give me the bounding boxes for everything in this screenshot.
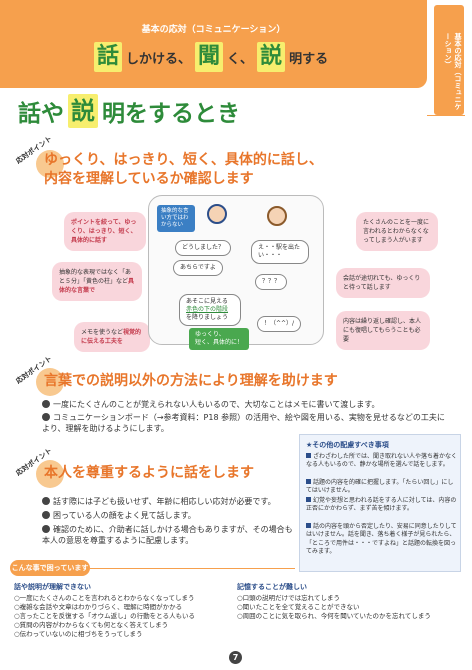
page-title-kanji: 説: [68, 94, 98, 128]
speech-middle: あそこに見える 赤色の下の階段 を降りましょう: [179, 294, 241, 326]
staff-figure-icon: [207, 204, 227, 224]
header-subtitle: 基本の応対（コミュニケーション）: [141, 25, 286, 35]
tip-bubble-1: ポイントを絞って、ゆっくり、はっきり、短く、具体的に話す: [64, 212, 146, 251]
point-circle-1: [36, 150, 64, 178]
trouble-col2-heading: 記憶することが難しい: [237, 583, 307, 591]
point-circle-3: [36, 460, 64, 488]
header-kanji-2: 聞: [195, 42, 224, 72]
illustration-blue-label: 抽象的な言い方ではわからない: [157, 205, 195, 232]
header-kanji-1: 話: [94, 42, 123, 72]
header-text-2: く、: [227, 51, 254, 67]
bullet-dot: [42, 497, 50, 505]
green-label-line1: ゆっくり、: [195, 331, 225, 338]
tips-box: ★その他の配慮すべき事項 ざわざわした所では、聞き取れない人や落ち着かなくなる人…: [299, 434, 461, 572]
tip-bubble-2-bold: 具体的な言葉で: [59, 278, 135, 294]
trouble-col1-item-5: ○伝わっていないのに相づちをうってしまう: [14, 630, 143, 638]
speech-left-2: あちらですよ: [173, 260, 223, 276]
tip-bubble-2-text: 抽象的な表現ではなく「あと５分」「黄色の柱」など: [59, 269, 132, 285]
section2-heading: 言葉での説明以外の方法により理解を助けます: [44, 373, 338, 389]
tips-item-3: 幻覚や妄想と思われる話をする人に対しては、内容の正否にかかわらず、まず苦を傾けま…: [306, 497, 458, 514]
speech-middle-line2: 赤色の下の階段: [186, 306, 229, 313]
section3-bullet-2: 困っている人の顔をよく見て話します。: [42, 510, 294, 521]
tip-bubble-3-bold: 視覚的に伝える工夫を: [81, 329, 142, 345]
side-tab-text: 基本の応対（コミュニケーション）: [444, 33, 462, 110]
tips-item-1: ざわざわした所では、聞き取れない人や落ち着かなくなる人もいるので、静かな場所を選…: [306, 453, 458, 470]
header-title: 話 しかける、 聞 く、 説 明する: [90, 42, 328, 72]
tip-bubble-5: 会話が途切れても、ゆっくりと待って話します: [336, 268, 430, 298]
green-label-line2: 短く、具体的に！: [195, 339, 244, 346]
header-text-3: 明する: [289, 51, 329, 67]
section3-heading: 本人を尊重するように話をします: [44, 465, 254, 481]
side-divider: [427, 115, 465, 116]
section2-bullet-1: 一度にたくさんのことが覚えられない人もいるので、大切なことはメモに書いて渡します…: [42, 399, 452, 410]
trouble-divider: [90, 568, 295, 569]
bullet-dot: [42, 511, 50, 519]
side-tab: 基本の応対（コミュニケーション）: [434, 5, 464, 115]
page-title-part-1: 話や: [18, 101, 64, 127]
section3-bullet-1: 話す際には子ども扱いせず、年齢に相応しい応対が必要です。: [42, 496, 294, 507]
speech-middle-line1: あそこに見える: [186, 298, 228, 305]
square-bullet-icon: [306, 523, 311, 528]
section3-bullet-3: 確認のために、介助者に話しかける場合もありますが、その場合も本人の意思を尊重する…: [42, 524, 294, 546]
square-bullet-icon: [306, 497, 311, 502]
section3-bullet-3-text: 確認のために、介助者に話しかける場合もありますが、その場合も本人の意思を尊重する…: [42, 525, 293, 545]
tip-bubble-3-text: メモを使うなど: [81, 329, 124, 336]
trouble-col1-item-1: ○一度にたくさんのことを言われるとわからなくなってしまう: [14, 594, 195, 602]
speech-left-1: どうしました？: [175, 240, 232, 256]
section2-bullet-2-text: コミュニケーションボード（→参考資料：P18 参照）の活用や、絵や図を用いる、実…: [42, 413, 445, 433]
tips-item-1-text: ざわざわした所では、聞き取れない人や落ち着かなくなる人もいるので、静かな場所を選…: [306, 453, 458, 469]
visitor-figure-icon: [267, 206, 287, 226]
tips-item-2: 話題の内容を的確に把握します。「たらい回し」にしてはいけません。: [306, 479, 458, 496]
page-number: 7: [229, 651, 242, 664]
tips-item-2-text: 話題の内容を的確に把握します。「たらい回し」にしてはいけません。: [306, 479, 454, 495]
bullet-dot: [42, 400, 50, 408]
header-banner: 基本の応対（コミュニケーション） 話 しかける、 聞 く、 説 明する: [0, 0, 427, 88]
square-bullet-icon: [306, 453, 311, 458]
tip-bubble-4: たくさんのことを一度に言われるとわからなくなってしまう人がいます: [356, 212, 438, 251]
speech-right-1: え・・駅を出たい・・・: [251, 240, 309, 264]
bullet-dot: [42, 413, 50, 421]
illustration-green-label: ゆっくり、 短く、具体的に！: [189, 328, 250, 350]
tip-bubble-2: 抽象的な表現ではなく「あと５分」「黄色の柱」など具体的な言葉で: [52, 262, 142, 301]
tip-bubble-6: 内容は繰り返し確認し、本人にも復唱してもらうことも必要: [336, 311, 430, 350]
square-bullet-icon: [306, 479, 311, 484]
tips-item-4: 話の内容を頭から否定したり、安易に同意したりしてはいけません。話を聞き、落ち着く…: [306, 523, 458, 556]
header-kanji-3: 説: [257, 42, 286, 72]
trouble-heading: こんな事で困っています: [10, 560, 90, 576]
section1-heading-line1: ゆっくり、はっきり、短く、具体的に話し、: [44, 152, 323, 168]
page-title-part-2: 明をするとき: [102, 101, 240, 127]
trouble-col2-item-2: ○聞いたことを全て覚えることができない: [237, 603, 360, 611]
section2-bullet-2: コミュニケーションボード（→参考資料：P18 参照）の活用や、絵や図を用いる、実…: [42, 412, 452, 434]
tips-title: ★その他の配慮すべき事項: [306, 441, 389, 449]
tip-bubble-6-text: 内容は繰り返し確認し、本人にも復唱してもらうことも必要: [343, 318, 422, 343]
section2-bullet-1-text: 一度にたくさんのことが覚えられない人もいるので、大切なことはメモに書いて渡します…: [53, 400, 380, 409]
bullet-dot: [42, 525, 50, 533]
section1-heading-line2: 内容を理解しているか確認します: [44, 171, 254, 187]
tips-item-4-text: 話の内容を頭から否定したり、安易に同意したりしてはいけません。話を聞き、落ち着く…: [306, 523, 457, 555]
tip-bubble-5-text: 会話が途切れても、ゆっくりと待って話します: [343, 275, 421, 291]
speech-middle-line3: を降りましょう: [186, 314, 229, 321]
trouble-col1-item-2: ○複雑な会話や文章はわかりづらく、理解に時間がかかる: [14, 603, 183, 611]
trouble-col1-item-4: ○質問の内容がわからなくても何となく答えてしまう: [14, 621, 169, 629]
trouble-col2-item-1: ○口頭の説明だけでは忘れてしまう: [237, 594, 340, 602]
page-title: 話や 説 明をするとき: [18, 94, 240, 128]
tip-bubble-1-text: ポイントを絞って、ゆっくり、はっきり、短く、具体的に話す: [71, 219, 137, 244]
speech-right-2: ？？？: [255, 274, 288, 290]
illustration-panel: 抽象的な言い方ではわからない どうしました？ あちらですよ え・・駅を出たい・・…: [148, 195, 324, 350]
tip-bubble-3: メモを使うなど視覚的に伝える工夫を: [74, 322, 150, 352]
tips-item-3-text: 幻覚や妄想と思われる話をする人に対しては、内容の正否にかかわらず、まず苦を傾けま…: [306, 497, 457, 513]
section3-bullet-2-text: 困っている人の顔をよく見て話します。: [53, 511, 196, 520]
trouble-col2-item-3: ○周囲のことに気を取られ、今何を聞いていたのかを忘れてしまう: [237, 612, 431, 620]
trouble-col1-item-3: ○言ったことを反復する「オウム返し」の行動をとる人もいる: [14, 612, 196, 620]
header-text-1: しかける、: [126, 51, 192, 67]
tip-bubble-4-text: たくさんのことを一度に言われるとわからなくなってしまう人がいます: [363, 219, 430, 244]
point-circle-2: [36, 368, 64, 396]
section3-bullet-1-text: 話す際には子ども扱いせず、年齢に相応しい応対が必要です。: [53, 497, 276, 506]
trouble-col1-heading: 話や説明が理解できない: [14, 583, 91, 591]
speech-right-3: ！（^^）/: [257, 316, 302, 332]
